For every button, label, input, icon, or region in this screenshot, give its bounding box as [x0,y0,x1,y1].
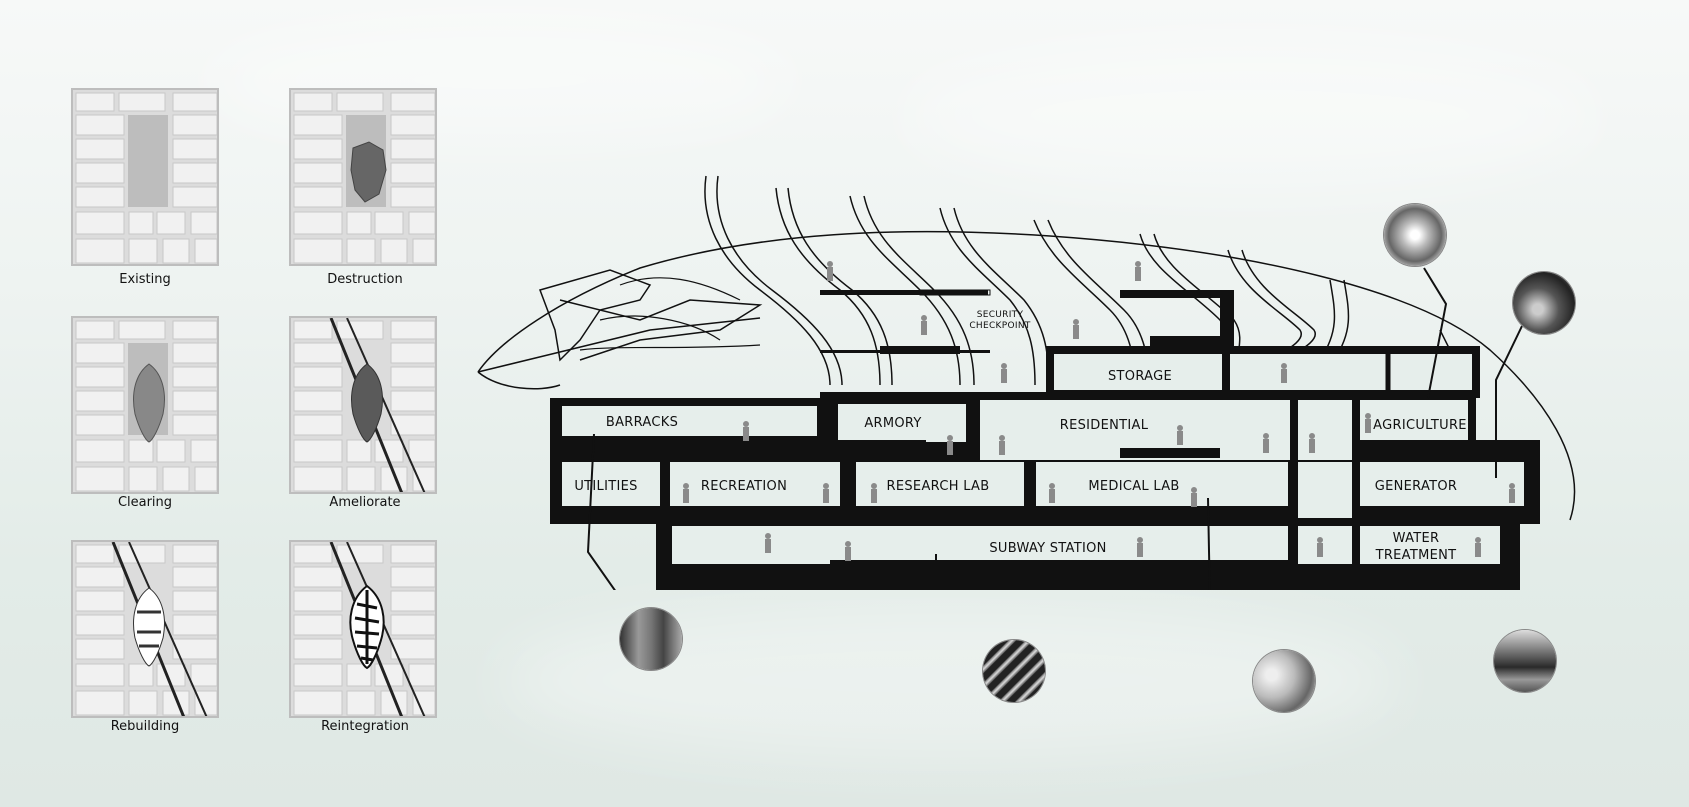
panel-label-rebuilding: Rebuilding [110,719,180,734]
panel-rebuilding [71,540,219,718]
room-agriculture [1360,400,1468,440]
tunnel-ring-photo [1384,204,1446,266]
human-figures [683,261,1515,561]
leader-lines [586,267,1523,590]
panel-label-existing: Existing [119,272,171,287]
panel-clearing [71,316,219,494]
label-recreation: RECREATION [701,479,787,494]
label-medical-lab: MEDICAL LAB [1088,479,1179,494]
cloud [900,40,1600,190]
city-plan-clearing [75,320,217,492]
label-subway-station: SUBWAY STATION [989,541,1106,556]
room-recreation [670,462,840,506]
subway-tunnel-photo [983,640,1045,702]
panel-destruction [289,88,437,266]
city-plan-existing [75,92,217,264]
panel-label-destruction: Destruction [327,272,403,287]
label-utilities: UTILITIES [574,479,637,494]
water-treatment-photo [1494,630,1556,692]
label-armory: ARMORY [864,416,921,431]
rubble-form [539,269,763,362]
label-agriculture: AGRICULTURE [1373,418,1467,433]
room-subway-station [672,526,1288,564]
panel-reintegration [289,540,437,718]
room-armory [838,404,966,442]
label-storage: STORAGE [1108,369,1172,384]
panel-label-clearing: Clearing [117,495,173,510]
room-medical-lab [1036,462,1288,506]
label-generator: GENERATOR [1375,479,1458,494]
city-plan-reintegration [293,542,435,716]
label-residential: RESIDENTIAL [1060,418,1149,433]
panel-label-ameliorate: Ameliorate [329,495,401,510]
city-plan-ameliorate [293,318,435,492]
label-security-checkpoint-1: SECURITY [977,310,1024,320]
room-barracks [562,406,817,436]
label-barracks: BARRACKS [606,415,678,430]
machinery-photo [1513,272,1575,334]
panel-ameliorate [289,316,437,494]
room-research-lab [856,462,1024,506]
panel-label-reintegration: Reintegration [321,719,409,734]
label-water-treatment-1: WATER [1393,531,1440,546]
building-section-diagram: SECURITY CHECKPOINT STORAGE BARRACKS ARM… [477,175,1576,590]
utilities-room-photo [620,608,682,670]
label-water-treatment-2: TREATMENT [1375,548,1457,563]
panel-existing [71,88,219,266]
room-utilities [562,462,660,506]
label-security-checkpoint-2: CHECKPOINT [969,321,1031,331]
shell-outline [477,230,1576,521]
city-plan-destruction [293,92,435,264]
medical-lab-photo [1253,650,1315,712]
label-research-lab: RESEARCH LAB [887,479,990,494]
city-plan-rebuilding [75,542,217,716]
